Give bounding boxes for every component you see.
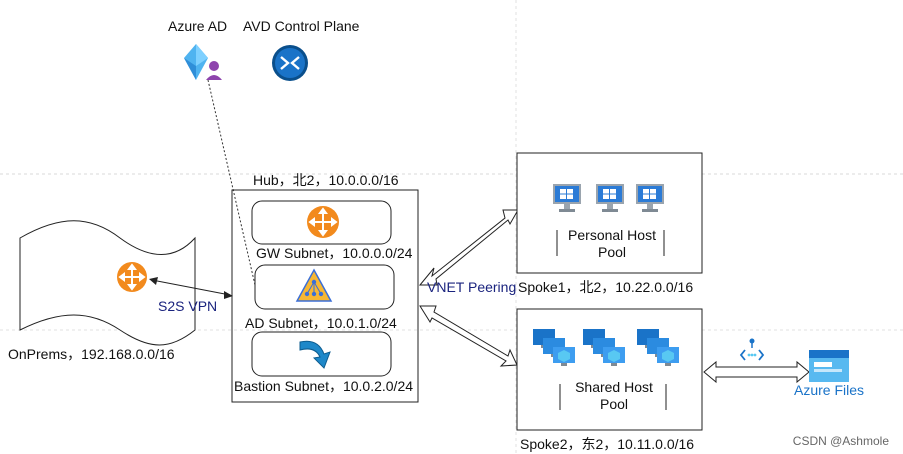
windows-monitor-icon (636, 184, 664, 212)
shared-host-pool-label: Shared Host Pool (562, 379, 666, 413)
s2s-arrowhead-left (149, 277, 158, 285)
personal-pool-line2: Pool (597, 244, 627, 260)
s2s-arrowhead-right (224, 291, 233, 299)
gw-subnet-label: GW Subnet，10.0.0.0/24 (256, 245, 413, 261)
avd-control-plane-icon (272, 45, 308, 81)
azure-files-icon (809, 350, 849, 382)
gw-router-icon (307, 206, 339, 238)
avd-control-plane-label: AVD Control Plane (243, 18, 360, 34)
ad-subnet-label: AD Subnet，10.0.1.0/24 (245, 315, 397, 331)
vm-cluster-icons (533, 329, 679, 366)
hub-vnet-box (231, 189, 419, 403)
spoke1-box (516, 152, 703, 274)
private-endpoint-icon (739, 338, 765, 361)
s2s-vpn-line (151, 279, 231, 296)
peering-arrow-spoke2 (419, 305, 518, 367)
vnet-peering-label: VNET Peering (427, 279, 517, 295)
vm-cluster-icon (533, 329, 575, 366)
onprems-label: OnPrems，192.168.0.0/16 (8, 346, 175, 362)
files-arrow (703, 360, 810, 384)
ad-subnet-box (254, 264, 395, 310)
bastion-arrow-icon (299, 340, 331, 369)
shared-pool-line1: Shared Host (575, 379, 653, 395)
azure-ad-link (207, 79, 256, 286)
ad-domain-icon (295, 268, 333, 302)
windows-monitor-icon (553, 184, 581, 212)
spoke1-label: Spoke1，北2，10.22.0.0/16 (518, 279, 694, 295)
windows-monitor-icon (596, 184, 624, 212)
shared-pool-line2: Pool (599, 396, 629, 412)
onprems-shape (19, 220, 196, 346)
azure-ad-label: Azure AD (168, 18, 228, 34)
personal-pool-line1: Personal Host (568, 227, 656, 243)
azure-files-label: Azure Files (794, 382, 865, 398)
peering-arrow-spoke1 (418, 209, 519, 286)
spoke2-label: Spoke2，东2，10.11.0.0/16 (520, 436, 695, 452)
bastion-subnet-label: Bastion Subnet，10.0.2.0/24 (234, 378, 414, 394)
vm-cluster-icon (583, 329, 625, 366)
vm-cluster-icon (637, 329, 679, 366)
onprems-router-icon (117, 262, 147, 292)
azure-ad-icon (184, 44, 222, 80)
personal-host-pool-label: Personal Host Pool (560, 227, 664, 261)
windows-monitor-icons (553, 184, 664, 212)
hub-label: Hub，北2，10.0.0.0/16 (253, 172, 399, 188)
s2s-vpn-label: S2S VPN (158, 298, 218, 314)
watermark: CSDN @Ashmole (792, 434, 889, 448)
